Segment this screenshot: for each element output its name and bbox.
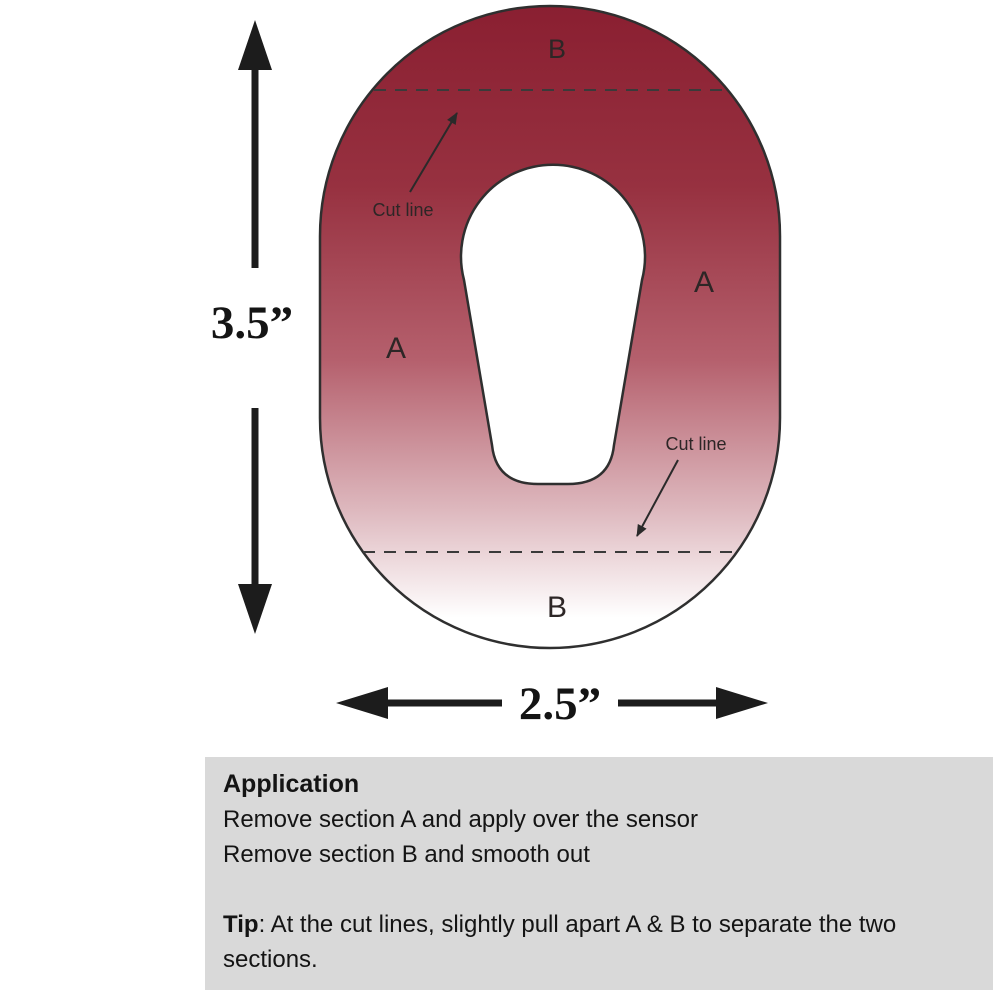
- patch-diagram: Cut line Cut line B A A B 3.5” 2.5”: [211, 4, 782, 730]
- section-label-a-left: A: [386, 332, 406, 365]
- height-dimension-arrow: 3.5”: [211, 20, 293, 634]
- width-dimension-arrow: 2.5”: [336, 678, 768, 730]
- section-label-a-right: A: [694, 266, 714, 299]
- cut-line-label-top: Cut line: [372, 200, 433, 220]
- cut-line-arrow-bottom: [636, 459, 679, 537]
- patch-shape: [318, 4, 782, 650]
- width-dimension-label: 2.5”: [519, 678, 601, 730]
- section-label-b-bottom: B: [547, 591, 567, 624]
- cut-line-label-bottom: Cut line: [665, 434, 726, 454]
- tip-text: : At the cut lines, slightly pull apart …: [223, 911, 897, 973]
- instructions-title: Application: [223, 770, 360, 798]
- tip-label: Tip: [223, 911, 259, 938]
- height-arrowhead-up-icon: [238, 20, 272, 70]
- cut-line-arrow-top: [409, 112, 458, 193]
- width-arrowhead-right-icon: [716, 687, 768, 719]
- section-label-b-top: B: [548, 34, 566, 64]
- instructions-panel: Application Remove section A and apply o…: [205, 757, 993, 990]
- height-dimension-label: 3.5”: [211, 297, 293, 349]
- spacer: [223, 872, 975, 907]
- instruction-line-1: Remove section A and apply over the sens…: [223, 806, 698, 833]
- instructions-tip: Tip: At the cut lines, slightly pull apa…: [223, 907, 975, 977]
- instruction-line-2: Remove section B and smooth out: [223, 841, 590, 868]
- width-arrowhead-left-icon: [336, 687, 388, 719]
- height-arrowhead-down-icon: [238, 584, 272, 634]
